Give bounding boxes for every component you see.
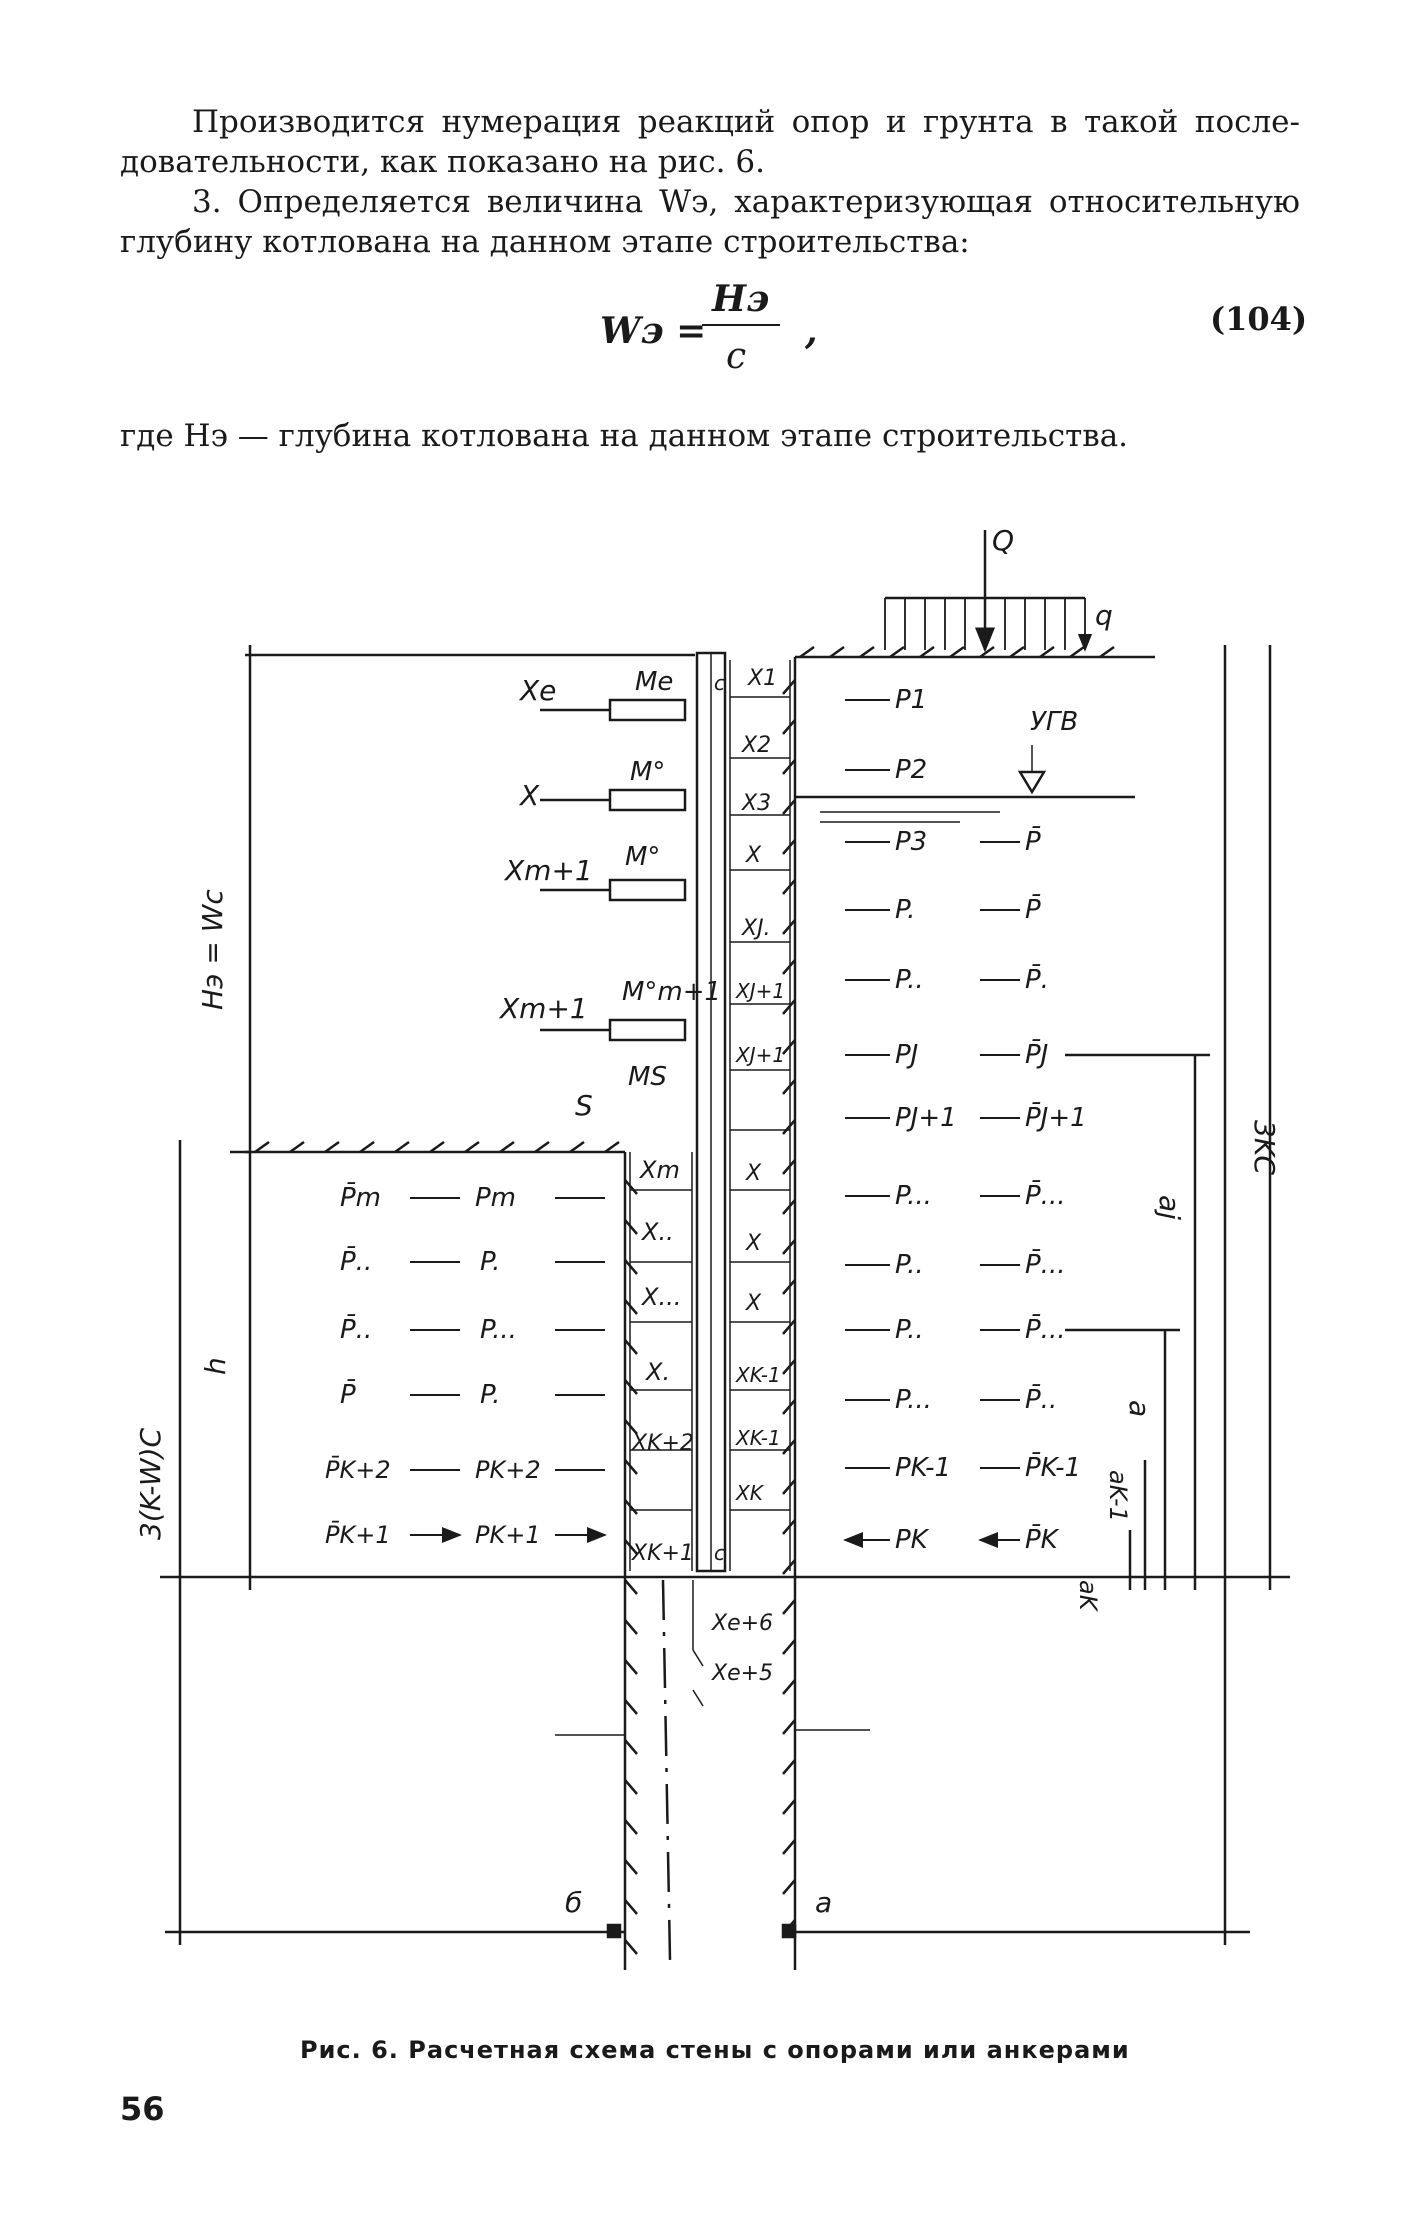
load-label: P̄..	[340, 1313, 372, 1345]
wall-right-label: X	[745, 1231, 762, 1256]
load-label: P̄K	[1025, 1523, 1060, 1555]
load-label: P.	[480, 1380, 500, 1410]
load-label: PK+1	[475, 1521, 541, 1549]
below-label: Xe+6	[711, 1611, 773, 1636]
load-label: P̄	[1025, 825, 1041, 857]
moment-label: M°	[630, 757, 665, 787]
wall-right-label: X1	[747, 666, 777, 691]
wall-right-label: X	[745, 1291, 762, 1316]
point-b-label: б	[565, 1886, 582, 1919]
paragraph-numbering: Производится нумерация реакций опор и гр…	[120, 102, 1300, 182]
text-line: Производится нумерация реакций опор и гр…	[192, 104, 1300, 140]
ugv-label: УГВ	[1030, 707, 1078, 737]
wall-right-label: XJ+1	[735, 979, 785, 1003]
spacing-c-label: c	[714, 1541, 725, 1565]
wall-right-label: X	[745, 1161, 762, 1186]
formula-comma: ,	[805, 310, 818, 352]
wall-left-label: Xm	[638, 1156, 680, 1184]
anchor-label: Xm+1	[503, 854, 593, 887]
dimension-aj-label: aj	[1153, 1195, 1186, 1220]
load-label: P2	[895, 755, 927, 785]
wall-left-label: X.	[644, 1358, 670, 1386]
text-line: довательности, как показано на рис. 6.	[120, 144, 765, 180]
load-label: PJ+1	[895, 1103, 957, 1133]
dimension-a-label: a	[1123, 1400, 1156, 1417]
point-a-label: a	[815, 1886, 832, 1919]
wall-right-label: XJ.	[741, 916, 771, 941]
wall-right-label: X	[745, 843, 762, 868]
formula-denominator: c	[726, 336, 747, 377]
page-number: 56	[120, 2090, 165, 2128]
dimension-h-label: h	[199, 1357, 232, 1375]
wall-left-label: XK+1	[631, 1541, 694, 1566]
load-label: P...	[895, 1181, 932, 1211]
load-label: P3	[895, 827, 927, 857]
load-label: P..	[895, 1250, 924, 1280]
load-label: P̄K+1	[325, 1520, 391, 1549]
load-label: PK-1	[895, 1453, 951, 1483]
dimension-ak-label: aK	[1074, 1580, 1102, 1613]
load-label: P...	[895, 1385, 932, 1415]
load-label: P̄..	[340, 1245, 372, 1277]
load-label: P̄...	[1025, 1313, 1065, 1345]
moment-label: M°	[625, 842, 660, 872]
load-label: P..	[895, 965, 924, 995]
dimension-3kwc-label: 3(K-W)C	[134, 1427, 167, 1540]
load-label: P1	[895, 685, 927, 715]
load-label: P̄K+2	[325, 1455, 391, 1484]
wall-left-label: X..	[640, 1218, 674, 1246]
load-label: P̄.	[1025, 963, 1049, 995]
where-line: где Hэ — глубина котлована на данном эта…	[120, 418, 1129, 454]
load-label: P̄m	[340, 1181, 381, 1213]
support-label: S	[575, 1089, 593, 1122]
fraction-bar	[702, 324, 780, 326]
load-label: P̄	[340, 1378, 356, 1410]
load-label: P̄J+1	[1025, 1101, 1087, 1133]
wall-right-label: X2	[741, 733, 771, 758]
load-q-label: Q	[992, 524, 1014, 557]
anchor-label: X	[518, 779, 540, 812]
wall-right-label: XK-1	[735, 1363, 781, 1387]
below-label: Xe+5	[711, 1661, 773, 1686]
load-label: P.	[480, 1247, 500, 1277]
wall-left-label: XK+2	[631, 1431, 694, 1456]
load-label: P..	[895, 1315, 924, 1345]
anchor-label: Xm+1	[498, 992, 588, 1025]
anchor-label: Xe	[518, 674, 556, 707]
dimension-he-label: Hэ = Wc	[196, 889, 229, 1010]
text-line: глубину котлована на данном этапе строит…	[120, 224, 970, 260]
load-q-distributed-label: q	[1095, 599, 1113, 632]
load-label: PJ	[895, 1040, 918, 1070]
load-label: P̄...	[1025, 1179, 1065, 1211]
text-line: 3. Определяется величина Wэ, характеризу…	[192, 184, 1300, 220]
wall-right-label: XK-1	[735, 1426, 781, 1450]
moment-label: M°m+1	[622, 977, 721, 1007]
load-label: PK	[895, 1525, 930, 1555]
load-label: P...	[480, 1315, 517, 1345]
load-label: P̄	[1025, 893, 1041, 925]
figure-caption: Рис. 6. Расчетная схема стены с опорами …	[300, 2036, 1130, 2064]
moment-label: Me	[635, 667, 673, 697]
wall-right-label: XJ+1	[735, 1043, 785, 1067]
equation-number: (104)	[1210, 300, 1308, 338]
formula-lhs: Wэ =	[600, 310, 707, 352]
load-label: PK+2	[475, 1456, 541, 1484]
load-label: P̄J	[1025, 1038, 1048, 1070]
load-label: P̄...	[1025, 1248, 1065, 1280]
load-label: Pm	[475, 1183, 516, 1213]
wall-right-label: X3	[741, 791, 771, 816]
spacing-c-label: c	[714, 671, 725, 695]
wall-left-label: X...	[640, 1283, 681, 1311]
formula-numerator: Hэ	[712, 278, 770, 320]
load-label: P̄K-1	[1025, 1451, 1081, 1483]
wall-right-label: XK	[735, 1481, 765, 1505]
dimension-ak1-label: aK-1	[1104, 1470, 1132, 1522]
moment-label: MS	[628, 1062, 667, 1092]
load-label: P.	[895, 895, 915, 925]
paragraph-step-3: 3. Определяется величина Wэ, характеризу…	[120, 182, 1300, 262]
dimension-3kc-label: 3KC	[1248, 1120, 1281, 1175]
load-label: P̄..	[1025, 1383, 1057, 1415]
